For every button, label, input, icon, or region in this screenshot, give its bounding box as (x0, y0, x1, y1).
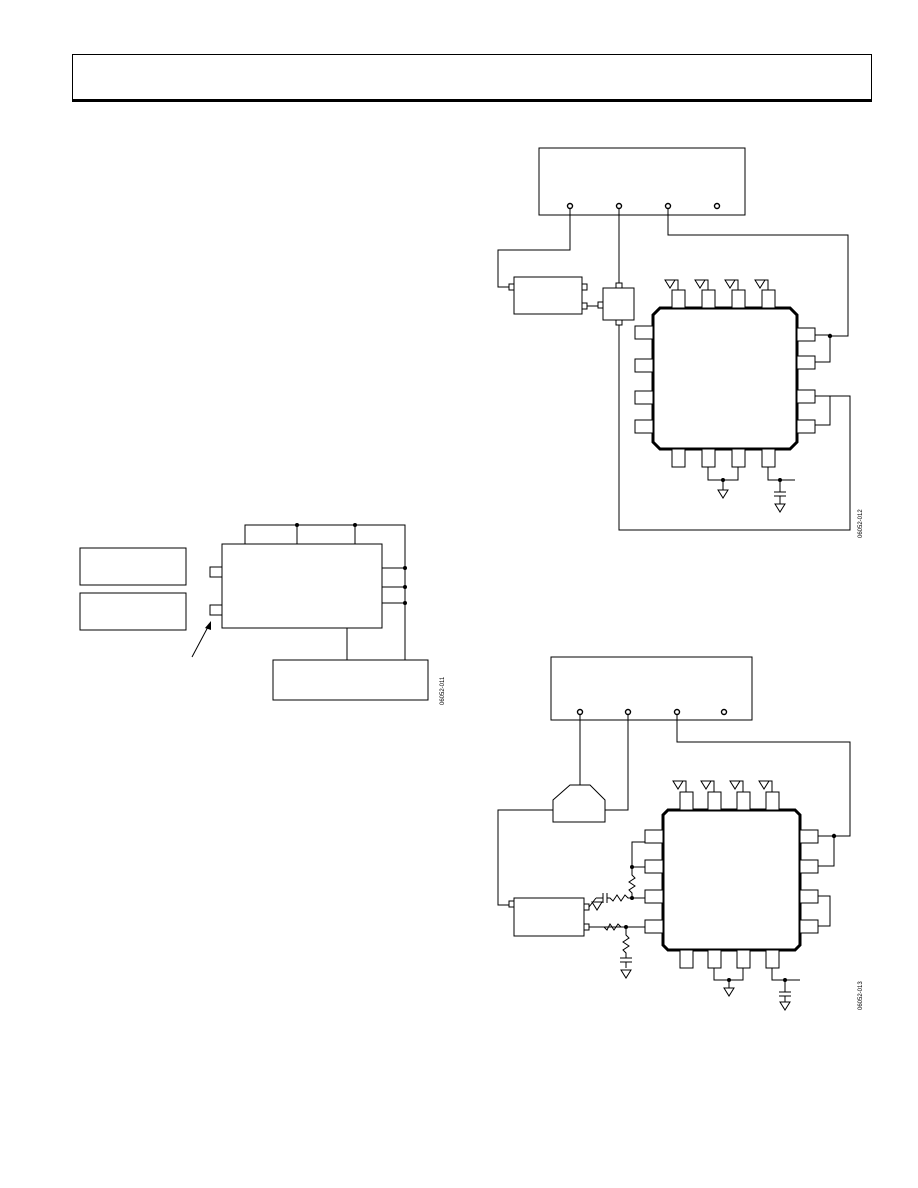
device-box (221, 543, 383, 629)
ic2-right-pins (799, 829, 837, 934)
page-header-box (72, 54, 872, 102)
ic-chip-2 (661, 808, 802, 952)
combiner-shape (552, 784, 606, 823)
ic-chip (651, 306, 799, 451)
ic2-bottom-pins (679, 949, 800, 1011)
module-box (513, 276, 583, 315)
input-connector-1 (209, 566, 223, 578)
instrument-box-2 (550, 656, 753, 721)
instrument-port-1 (566, 202, 574, 210)
input-connector-2 (209, 604, 223, 616)
instrument-box (538, 147, 746, 216)
ic-top-pins (664, 279, 776, 309)
schematic-figure-2: 06052-012 (497, 147, 864, 538)
ic-left-pins (634, 325, 654, 434)
ic2-left-pins (588, 829, 664, 979)
splitter-box (602, 287, 635, 321)
module-box-2 (513, 897, 585, 937)
top-bus (244, 524, 406, 660)
figure-code-3: 06052-013 (858, 981, 864, 1010)
instrument-port-3 (664, 202, 672, 210)
figure-code-2: 06052-012 (858, 509, 864, 538)
controller-box (272, 659, 429, 701)
source-box-top (79, 547, 187, 586)
figure-code-1: 06052-011 (440, 676, 446, 705)
ic-right-pins (796, 327, 833, 434)
source-box-bottom (79, 592, 187, 631)
instrument-port-2 (615, 202, 623, 210)
pointer-arrow (191, 624, 210, 658)
block-diagram-figure: 06052-011 (79, 523, 446, 705)
ic2-top-pins (672, 780, 780, 811)
ic-bottom-pins (671, 448, 795, 513)
instrument-port-4 (713, 202, 721, 210)
schematic-figure-3: 06052-013 (497, 656, 864, 1011)
